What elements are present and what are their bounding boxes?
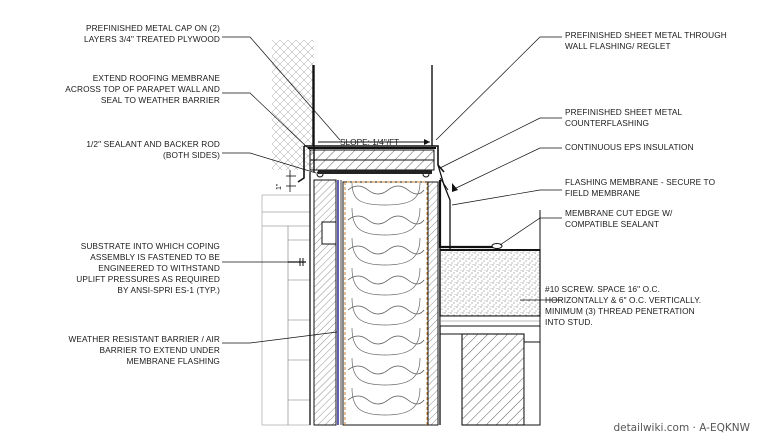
note-line: UPLIFT PRESSURES AS REQUIRED (76, 274, 220, 284)
note-line: COUNTERFLASHING (565, 118, 650, 128)
note-line: COMPATIBLE SEALANT (565, 219, 660, 229)
roof-insulation (439, 249, 541, 317)
note-line: 1/2" SEALANT AND BACKER ROD (86, 139, 220, 149)
dimension-label: 1" (276, 183, 283, 190)
note-line: WALL FLASHING/ REGLET (565, 41, 671, 51)
note-line: ACROSS TOP OF PARAPET WALL AND (65, 84, 220, 94)
note-line: BARRIER TO EXTEND UNDER (99, 345, 220, 355)
note-line: SEAL TO WEATHER BARRIER (100, 95, 220, 105)
note-line: EXTEND ROOFING MEMBRANE (92, 73, 220, 83)
note-line: CONTINUOUS EPS INSULATION (565, 142, 694, 152)
note-line: #10 SCREW. SPACE 16" O.C. (545, 284, 661, 294)
note-coping-cap: PREFINISHED METAL CAP ON (2) LAYERS 3/4"… (60, 23, 220, 45)
roof-deck (439, 315, 541, 327)
note-membrane-cut-edge: MEMBRANE CUT EDGE W/ COMPATIBLE SEALANT (565, 208, 755, 230)
note-roofing-membrane: EXTEND ROOFING MEMBRANE ACROSS TOP OF PA… (52, 73, 220, 106)
counterflashing (437, 164, 458, 250)
note-counterflashing: PREFINISHED SHEET METAL COUNTERFLASHING (565, 107, 755, 129)
note-reglet: PREFINISHED SHEET METAL THROUGH WALL FLA… (565, 30, 755, 52)
watermark: detailwiki.com · A-EQKNW (613, 422, 750, 434)
coping-assembly (297, 145, 445, 183)
note-line: HORIZONTALLY & 6" O.C. VERTICALLY. (545, 295, 702, 305)
roof-joist (440, 333, 541, 426)
note-screw: #10 SCREW. SPACE 16" O.C. HORIZONTALLY &… (545, 284, 755, 328)
note-line: PREFINISHED SHEET METAL (565, 107, 683, 117)
note-substrate: SUBSTRATE INTO WHICH COPING ASSEMBLY IS … (50, 241, 220, 296)
note-line: WEATHER RESISTANT BARRIER / AIR (68, 334, 220, 344)
note-flashing-membrane: FLASHING MEMBRANE - SECURE TO FIELD MEMB… (565, 177, 755, 199)
note-line: MEMBRANE FLASHING (126, 356, 220, 366)
note-line: FLASHING MEMBRANE - SECURE TO (565, 177, 716, 187)
note-line: BY ANSI-SPRI ES-1 (TYP.) (117, 285, 220, 295)
note-line: MINIMUM (3) THREAD PENETRATION (545, 306, 695, 316)
dimension-mark (286, 170, 296, 192)
note-line: MEMBRANE CUT EDGE W/ (565, 208, 673, 218)
exterior-sheathing (313, 179, 337, 426)
flashing-membrane (438, 180, 503, 249)
note-line: FIELD MEMBRANE (565, 188, 641, 198)
note-weather-barrier: WEATHER RESISTANT BARRIER / AIR BARRIER … (40, 334, 220, 367)
leader-lines-right (435, 36, 562, 301)
blocking (321, 221, 337, 245)
note-line: PREFINISHED SHEET METAL THROUGH (565, 30, 727, 40)
note-line: PREFINISHED METAL CAP ON (2) (85, 23, 220, 33)
note-line: SUBSTRATE INTO WHICH COPING (80, 241, 220, 251)
leader-lines-left (222, 36, 341, 344)
note-line: LAYERS 3/4" TREATED PLYWOOD (84, 34, 220, 44)
batt-insulation (342, 181, 429, 426)
note-line: INTO STUD. (545, 317, 593, 327)
note-line: ENGINEERED TO WITHSTAND (98, 263, 220, 273)
interior-sheathing (427, 181, 439, 426)
exterior-cladding-upper (272, 40, 315, 172)
note-sealant: 1/2" SEALANT AND BACKER ROD (BOTH SIDES) (60, 139, 220, 161)
slope-label: SLOPE: 1/4"/FT (340, 137, 400, 147)
note-line: ASSEMBLY IS FASTENED TO BE (90, 252, 220, 262)
note-eps-insulation: CONTINUOUS EPS INSULATION (565, 142, 755, 153)
note-line: (BOTH SIDES) (163, 150, 220, 160)
air-barrier-dashed-2 (347, 181, 428, 425)
exterior-cladding-lower (261, 194, 311, 426)
slope-arrow (318, 139, 430, 145)
